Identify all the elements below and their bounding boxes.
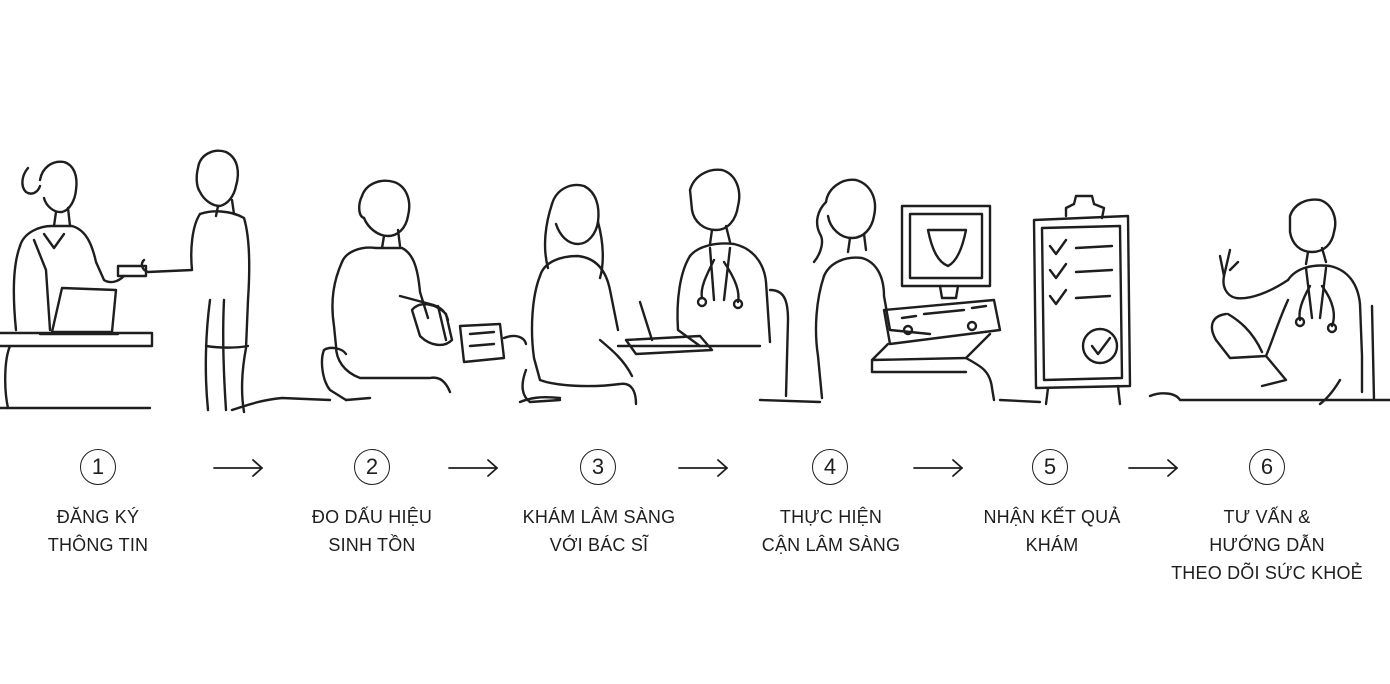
ultrasound-scene-icon: [812, 178, 1002, 402]
step-label-2: ĐO DẤU HIỆU SINH TỒN: [262, 503, 482, 559]
step-label-3: KHÁM LÂM SÀNG VỚI BÁC SĨ: [489, 503, 709, 559]
step-label-line: ĐĂNG KÝ: [56, 507, 140, 527]
step-label-5: NHẬN KẾT QUẢ KHÁM: [942, 503, 1162, 559]
step-label-line: THEO DÕI SỨC KHOẺ: [1171, 563, 1363, 583]
step-number-4: 4: [812, 449, 848, 485]
step-label-line: ĐO DẤU HIỆU: [311, 507, 433, 527]
step-label-line: KHÁM LÂM SÀNG: [522, 507, 676, 527]
step-label-line: THỰC HIỆN: [779, 507, 883, 527]
step-label-line: THÔNG TIN: [47, 535, 149, 555]
doctor-consultation-scene-icon: [521, 168, 790, 406]
right-arrow-icon: [448, 459, 498, 477]
vital-signs-scene-icon: [320, 179, 528, 402]
step-number-3: 3: [580, 449, 616, 485]
registration-scene-icon: [0, 149, 251, 414]
step-label-4: THỰC HIỆN CẬN LÂM SÀNG: [721, 503, 941, 559]
step-label-line: CẬN LÂM SÀNG: [761, 535, 901, 555]
step-label-1: ĐĂNG KÝ THÔNG TIN: [0, 503, 208, 559]
results-clipboard-scene-icon: [1032, 194, 1132, 406]
step-label-6: TƯ VẤN & HƯỚNG DẪN THEO DÕI SỨC KHOẺ: [1157, 503, 1377, 587]
floor-line: [0, 392, 1390, 412]
right-arrow-icon: [1128, 459, 1178, 477]
step-label-line: SINH TỒN: [328, 535, 416, 555]
right-arrow-icon: [678, 459, 728, 477]
step-label-line: TƯ VẤN &: [1223, 507, 1311, 527]
right-arrow-icon: [913, 459, 963, 477]
step-number-5: 5: [1032, 449, 1068, 485]
step-label-line: VỚI BÁC SĨ: [549, 535, 649, 555]
step-label-line: NHẬN KẾT QUẢ: [983, 507, 1121, 527]
step-number-2: 2: [354, 449, 390, 485]
process-illustration: [0, 149, 1390, 414]
step-label-line: HƯỚNG DẪN: [1209, 535, 1325, 555]
right-arrow-icon: [213, 459, 263, 477]
counseling-scene-icon: [1210, 198, 1376, 406]
step-number-1: 1: [80, 449, 116, 485]
step-number-6: 6: [1249, 449, 1285, 485]
step-label-line: KHÁM: [1025, 535, 1079, 555]
